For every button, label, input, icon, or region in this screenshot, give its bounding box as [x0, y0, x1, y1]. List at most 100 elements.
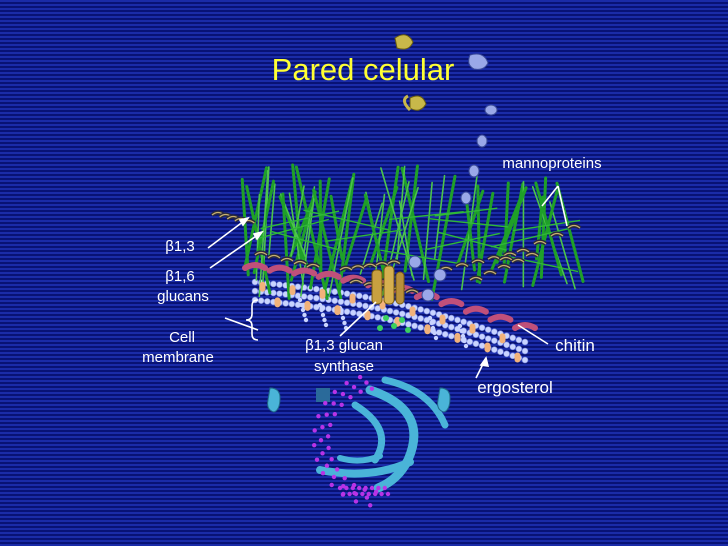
membrane-bead	[503, 341, 510, 349]
membrane-bead	[317, 302, 323, 308]
mannoprotein-link	[525, 252, 539, 257]
membrane-bead	[325, 305, 332, 313]
membrane-bead	[462, 338, 467, 344]
er-dot	[369, 485, 375, 491]
glucan-fiber	[325, 229, 403, 243]
membrane-bead	[320, 312, 326, 318]
membrane-bead	[454, 316, 461, 324]
membrane-bead	[432, 330, 437, 336]
cell-label: Cell	[169, 329, 195, 346]
er-dot	[350, 485, 355, 491]
membrane-bead	[331, 297, 339, 305]
er-dot	[379, 491, 384, 497]
endoplasmic-reticulum-dots	[312, 374, 391, 508]
er-dot	[382, 485, 387, 491]
mannoprotein-link	[533, 240, 547, 245]
glucan-fiber	[512, 219, 581, 232]
mannoprotein-link	[363, 263, 377, 268]
glucan-fiber	[342, 196, 369, 272]
glucan-fiber	[476, 184, 482, 284]
membrane-bead	[386, 307, 394, 315]
glucan-fiber	[309, 177, 331, 290]
er-dot	[332, 412, 338, 417]
ergosterol-molecule	[334, 305, 341, 316]
membrane-bead	[303, 317, 309, 323]
er-dot	[328, 422, 333, 428]
membrane-bead	[337, 298, 345, 305]
er-dot	[348, 395, 353, 400]
er-dot	[353, 491, 359, 497]
membrane-bead	[349, 309, 357, 317]
ergosterol-molecule	[469, 323, 476, 334]
mannoprotein-link	[306, 263, 320, 268]
ergosterol-molecule	[289, 285, 296, 296]
membrane-bead	[448, 314, 455, 322]
glucan-fiber	[465, 201, 477, 272]
membrane-bead	[276, 290, 283, 297]
mannoprotein-link	[387, 260, 401, 265]
membrane-bead	[466, 338, 474, 346]
chitin-segment	[242, 262, 268, 271]
mannoprotein-link	[339, 266, 353, 271]
er-dot	[339, 402, 344, 408]
glucan-fiber	[329, 194, 344, 260]
membrane-bead	[374, 314, 382, 321]
er-dot	[358, 389, 363, 394]
membrane-bead	[270, 280, 277, 288]
ergosterol-molecules	[259, 281, 521, 363]
slide-title: Pared celular	[271, 52, 455, 87]
membrane-bead	[491, 328, 498, 335]
membrane-bead	[423, 307, 431, 315]
glucan-fiber	[389, 211, 464, 221]
er-dot	[342, 475, 347, 481]
membrane-bead	[313, 294, 320, 302]
er-dot	[325, 434, 331, 439]
mannoprotein-link	[516, 248, 530, 253]
glucan-fiber	[539, 176, 548, 279]
membrane-bead	[417, 306, 424, 313]
membrane-bead	[472, 331, 480, 338]
ergosterol-molecule	[364, 310, 371, 321]
er-dot	[334, 467, 340, 472]
glucan-fiber	[396, 165, 406, 265]
ergosterol-label: ergosterol	[477, 378, 553, 397]
glucan-fiber	[288, 196, 316, 259]
glucan-fiber	[430, 174, 457, 301]
membrane-bead	[521, 338, 529, 346]
er-dot	[329, 482, 334, 488]
er-dot	[324, 412, 329, 417]
glucan-fiber	[531, 189, 559, 287]
ergosterol-molecule	[319, 288, 326, 299]
glucan-fiber	[433, 174, 446, 260]
er-dot	[357, 374, 363, 380]
glucan-fiber	[260, 210, 340, 230]
synthase-label-line2: synthase	[313, 358, 375, 375]
glucan-synthase	[371, 265, 411, 333]
er-dot	[332, 389, 338, 395]
mannoprotein-link	[375, 262, 389, 266]
membrane-bead	[484, 326, 492, 333]
er-dot	[340, 391, 346, 397]
glucan-fiber	[312, 188, 343, 300]
membrane-bead	[288, 300, 296, 308]
glucan-fiber	[258, 169, 269, 298]
mannoprotein-link	[483, 270, 497, 275]
mannoprotein-link	[511, 258, 525, 263]
mannoprotein-link	[550, 232, 564, 237]
membrane-bead	[306, 293, 314, 301]
er-dot	[373, 491, 378, 497]
er-dot	[369, 386, 375, 391]
er-dot	[331, 401, 336, 406]
er-dot	[320, 451, 325, 456]
membrane-bead	[313, 285, 320, 293]
membrane-bead	[302, 312, 307, 318]
glucan-fiber	[254, 218, 329, 240]
membrane-bead	[405, 321, 412, 328]
glucan-fiber	[380, 167, 415, 281]
membrane-bead	[478, 333, 486, 340]
membrane-bead	[282, 300, 289, 307]
er-dot	[329, 456, 334, 462]
glucan-fiber	[434, 207, 498, 217]
glucan-fiber	[500, 254, 579, 273]
